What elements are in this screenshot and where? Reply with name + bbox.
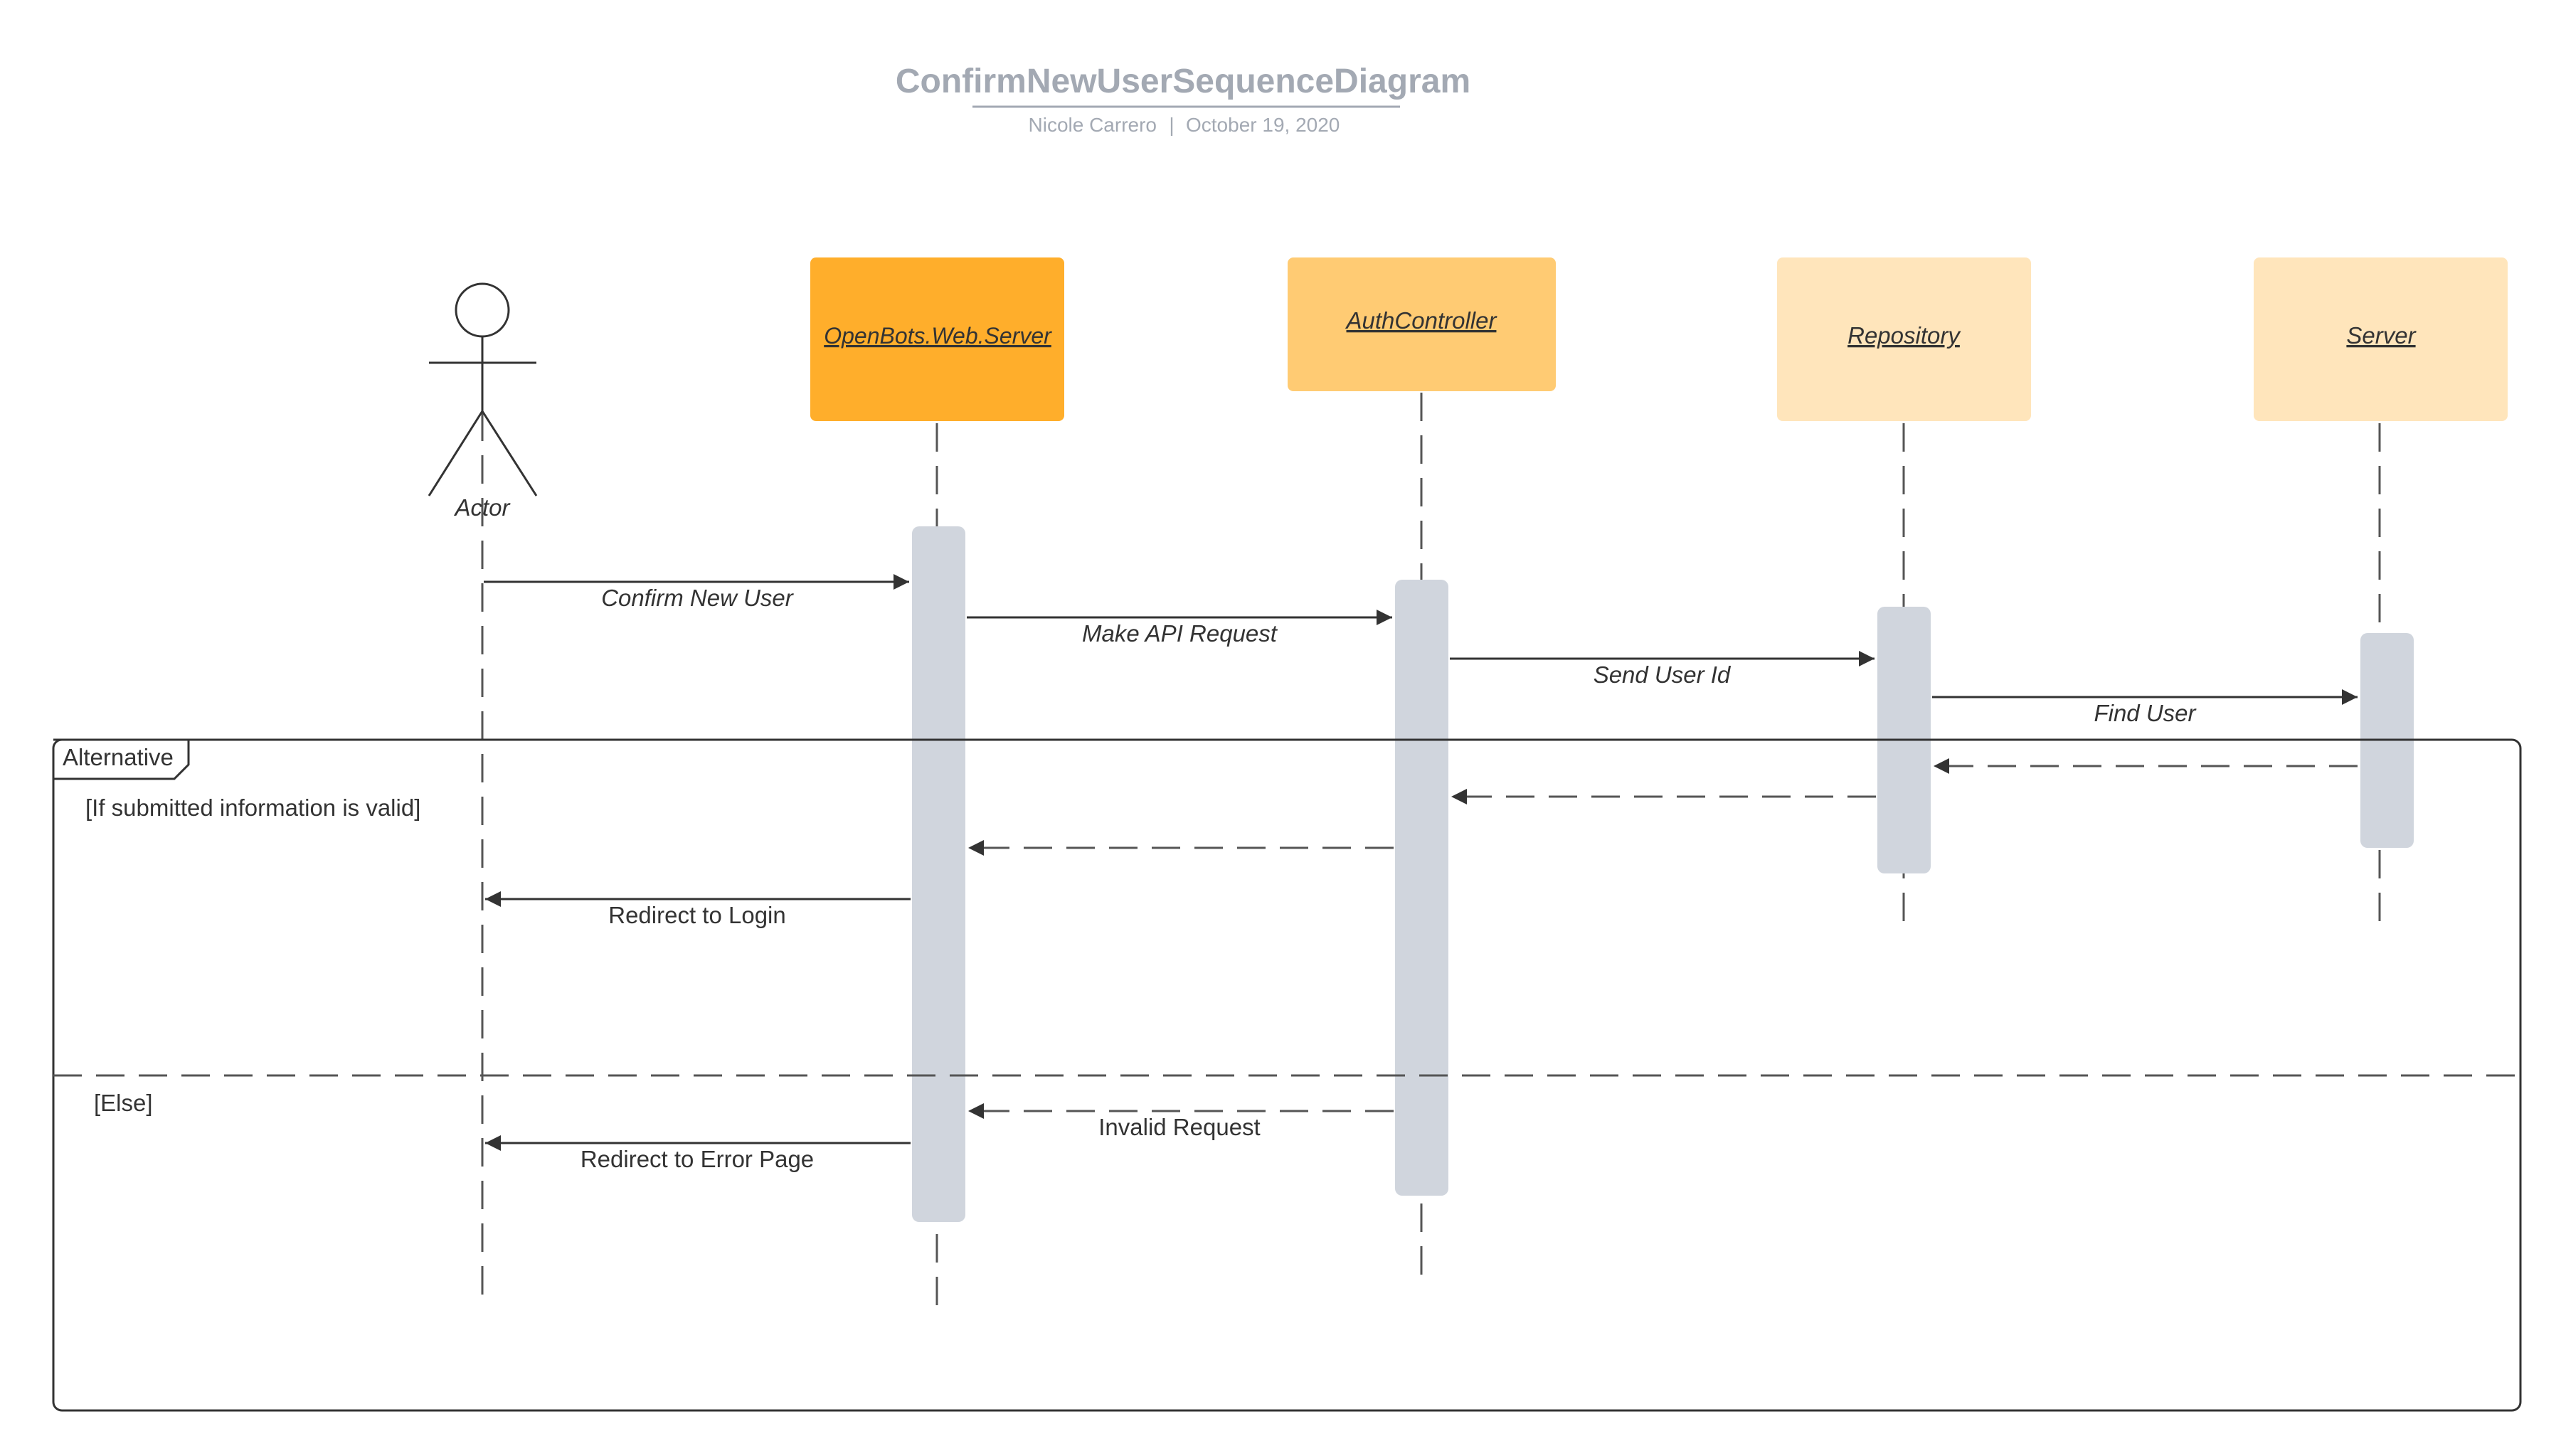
participant-label-repository: Repository — [1847, 322, 1961, 349]
message-label-send-user-id: Send User Id — [1594, 661, 1732, 688]
participant-server — [2254, 257, 2508, 421]
actor-icon — [428, 282, 538, 496]
participant-label-openbots-web-server: OpenBots.Web.Server — [824, 323, 1052, 349]
participant-openbots-web-server — [810, 257, 1064, 421]
actor-label: Actor — [453, 494, 511, 521]
activation-bar-webserver — [912, 526, 965, 1222]
participant-label-server: Server — [2346, 322, 2417, 349]
message-label-redirect-to-login: Redirect to Login — [608, 902, 785, 928]
participant-authcontroller — [1288, 257, 1556, 391]
diagram-date: October 19, 2020 — [1186, 114, 1340, 136]
alt-fragment-tab — [53, 738, 190, 780]
guard-valid: [If submitted information is valid] — [85, 795, 420, 821]
participant-label-authcontroller: AuthController — [1345, 307, 1498, 334]
activation-bar-authcontroller — [1395, 580, 1448, 1196]
message-label-make-api-request: Make API Request — [1082, 620, 1278, 647]
message-label-find-user: Find User — [2094, 700, 2197, 726]
diagram-title: ConfirmNewUserSequenceDiagram — [896, 63, 1470, 100]
participant-repository — [1777, 257, 2031, 421]
message-label-redirect-to-error-page: Redirect to Error Page — [580, 1146, 814, 1172]
message-label-invalid-request: Invalid Request — [1098, 1114, 1260, 1140]
header-separator: | — [1169, 114, 1174, 136]
diagram-author: Nicole Carrero — [1029, 114, 1157, 136]
guard-else: [Else] — [94, 1090, 153, 1116]
message-label-confirm-new-user: Confirm New User — [601, 585, 795, 611]
alt-fragment-label: Alternative — [63, 744, 174, 770]
